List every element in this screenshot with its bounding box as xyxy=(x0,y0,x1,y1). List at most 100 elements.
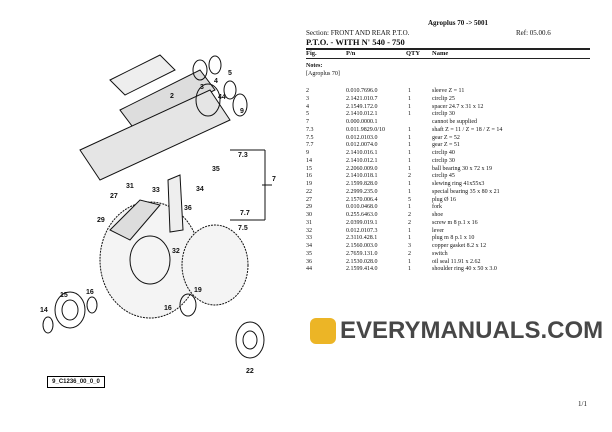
cell-pn: 2.1549.172.0 xyxy=(346,103,378,110)
cell-pn: 0.011.9829.0/10 xyxy=(346,126,385,133)
cell-fig: 34 xyxy=(306,243,312,249)
lever xyxy=(167,174,184,233)
cell-fig: 2 xyxy=(306,88,309,94)
cell-fig: 27 xyxy=(306,196,312,203)
cell-qty: 2 xyxy=(408,212,411,218)
cell-qty: 1 xyxy=(408,142,411,149)
cell-name: shoulder ring 40 x 50 x 3.0 xyxy=(432,266,497,273)
cell-fig: 31 xyxy=(306,219,312,226)
cell-qty: 1 xyxy=(408,95,411,102)
callout-label: 44 xyxy=(218,94,226,101)
cell-name: slewing ring 41x55x3 xyxy=(432,181,485,187)
ball-bearing xyxy=(54,291,86,329)
callout-label: 32 xyxy=(172,248,180,255)
cell-qty: 1 xyxy=(408,88,411,94)
cell-pn: 2.1410.018.1 xyxy=(346,173,378,180)
callout-label: 3 xyxy=(200,84,204,91)
cell-qty: 1 xyxy=(408,134,411,141)
cell-name: gear Z = 52 xyxy=(432,134,460,141)
bearing-inner xyxy=(61,299,79,321)
cell-name: circlip 45 xyxy=(432,173,455,180)
cell-qty: 2 xyxy=(408,219,411,226)
figure-id: 9_C1236_00_0_0 xyxy=(47,376,105,388)
callout-label: 7 xyxy=(272,176,276,183)
cell-fig: 29 xyxy=(306,204,312,211)
circlip xyxy=(86,296,98,314)
cell-pn: 2.1599.828.0 xyxy=(346,181,378,187)
callout-label: 14 xyxy=(40,307,48,314)
cell-qty: 1 xyxy=(408,235,411,242)
callout-label: 19 xyxy=(194,287,202,294)
col-name: Name xyxy=(432,50,449,57)
callout-label: 33 xyxy=(152,187,160,194)
exploded-diagram xyxy=(42,54,272,359)
spacer xyxy=(208,55,222,75)
callout-label: 9 xyxy=(240,108,244,115)
notes-text: [Agroplus 70] xyxy=(306,71,340,77)
shaft-upper xyxy=(109,54,176,96)
cell-pn: 2.1530.028.0 xyxy=(346,258,378,265)
cell-qty: 1 xyxy=(408,188,411,195)
cell-qty: 1 xyxy=(408,150,411,156)
cell-name: switch xyxy=(432,250,448,257)
model-title: Agroplus 70 -> 5001 xyxy=(428,19,489,27)
fork xyxy=(109,199,161,241)
cell-qty: 1 xyxy=(408,126,411,133)
cell-pn: 0.010.7696.0 xyxy=(346,88,378,94)
cell-fig: 9 xyxy=(306,150,309,156)
callout-label: 4 xyxy=(214,78,218,85)
cell-name: spacer 24.7 x 31 x 12 xyxy=(432,103,484,110)
cell-pn: 2.7659.131.0 xyxy=(346,250,378,257)
cell-name: gear Z = 51 xyxy=(432,142,460,149)
cell-name: cannot be supplied xyxy=(432,119,477,125)
callout-label: 7.7 xyxy=(240,210,250,217)
callout-label: 34 xyxy=(196,186,204,193)
cell-fig: 30 xyxy=(306,212,312,218)
cell-qty: 1 xyxy=(408,227,411,234)
divider xyxy=(306,58,590,59)
cell-name: circlip 40 xyxy=(432,150,455,156)
callout-label: 16 xyxy=(86,289,94,296)
cell-name: special bearing 35 x 80 x 21 xyxy=(432,188,500,195)
cell-pn: 2.1421.010.7 xyxy=(346,95,378,102)
cell-qty: 5 xyxy=(408,196,411,203)
watermark: EVERYMANUALS.COM xyxy=(340,317,604,344)
circlip xyxy=(232,93,248,117)
cell-fig: 35 xyxy=(306,250,312,257)
cell-pn: 2.1410.012.1 xyxy=(346,157,378,164)
gear-7-7 xyxy=(181,224,249,306)
cell-name: circlip 25 xyxy=(432,95,455,102)
callout-label: 15 xyxy=(60,292,68,299)
cell-pn: 2.3110.428.1 xyxy=(346,235,378,242)
cell-pn: 2.1560.003.0 xyxy=(346,243,378,249)
circlip xyxy=(223,80,237,100)
notes-label: Notes: xyxy=(306,63,323,69)
cell-fig: 44 xyxy=(306,266,312,273)
circlip xyxy=(42,316,54,334)
callout-label: 7.3 xyxy=(238,152,248,159)
callout-label: 7.5 xyxy=(238,225,248,232)
cell-fig: 4 xyxy=(306,103,309,110)
page-title: P.T.O. - WITH N' 540 - 750 xyxy=(306,37,405,47)
ref-label: Ref: 05.00.6 xyxy=(516,29,551,37)
sleeve xyxy=(119,69,216,131)
cell-fig: 19 xyxy=(306,181,312,187)
cell-qty: 1 xyxy=(408,266,411,273)
callout-label: 16 xyxy=(164,305,172,312)
